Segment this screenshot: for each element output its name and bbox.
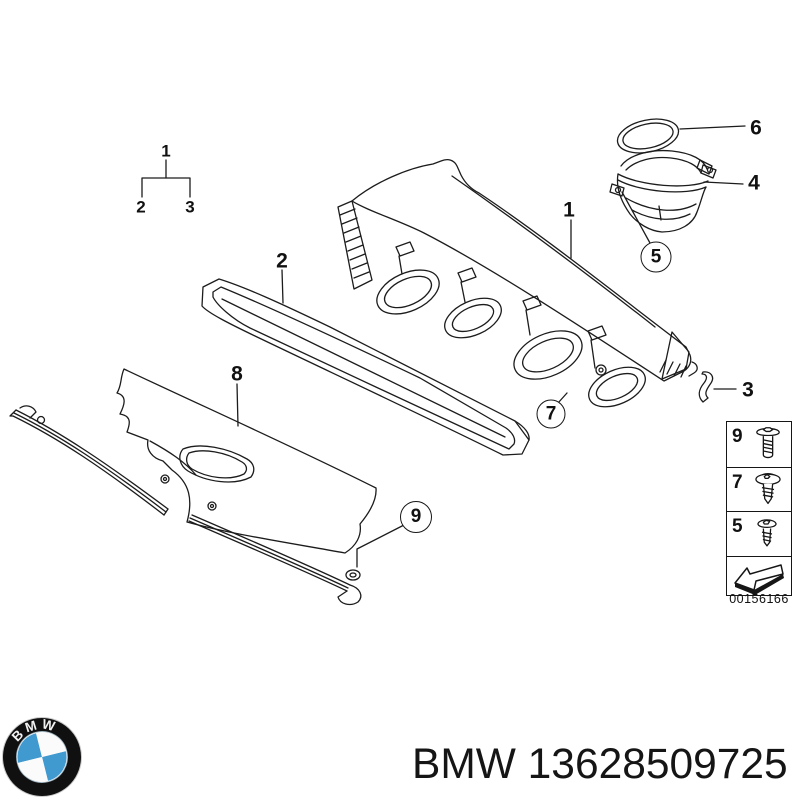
intake-housing-drawing (337, 159, 698, 408)
overview-bracket-lines (141, 159, 191, 198)
callout-housing-screw-label: 7 (545, 403, 557, 424)
callout-housing: 1 (563, 198, 575, 222)
fastener-legend-box: 9 7 (726, 421, 792, 596)
callout-cowl-screw-label: 9 (410, 506, 422, 527)
callout-circle-clamp-screw: 5 (640, 241, 672, 273)
cowl-panel-drawing (9, 368, 377, 606)
intake-boot-drawing (609, 149, 717, 233)
callout-circle-cowl-screw: 9 (400, 501, 432, 533)
tapping-screw-icon (757, 519, 777, 547)
legend-label-5: 5 (732, 516, 743, 537)
legend-row-7: 7 (727, 468, 791, 512)
legend-direction-row (727, 557, 791, 595)
callout-circle-housing-screw: 7 (536, 399, 566, 429)
leader-lines (236, 125, 746, 568)
clip-drawing (698, 371, 714, 403)
part-number-caption: BMW 13628509725 (412, 741, 788, 788)
o-ring-drawing (616, 118, 680, 154)
bracket-child-label-2: 2 (136, 197, 146, 217)
bracket-parent-label: 1 (161, 141, 171, 161)
bracket-child-label-3: 3 (185, 197, 195, 217)
legend-row-5: 5 (727, 512, 791, 557)
callout-clip: 3 (742, 378, 754, 402)
bottom-left-arrow-icon (734, 564, 784, 595)
legend-label-7: 7 (732, 472, 743, 493)
callout-clamp-screw-label: 5 (650, 246, 662, 267)
legend-label-9: 9 (732, 426, 743, 447)
bmw-roundel-icon: BMW (1, 712, 83, 798)
callout-o-ring: 6 (750, 116, 762, 140)
diagram-code: 00156166 (729, 592, 789, 606)
filter-element-drawing (201, 278, 530, 456)
callout-cowl-panel: 8 (231, 362, 243, 386)
callout-intake-boot: 4 (748, 171, 760, 195)
washer-head-screw-icon (755, 472, 781, 505)
callout-filter-element: 2 (276, 249, 288, 273)
pan-head-screw-icon (756, 427, 780, 459)
legend-row-9: 9 (727, 422, 791, 468)
